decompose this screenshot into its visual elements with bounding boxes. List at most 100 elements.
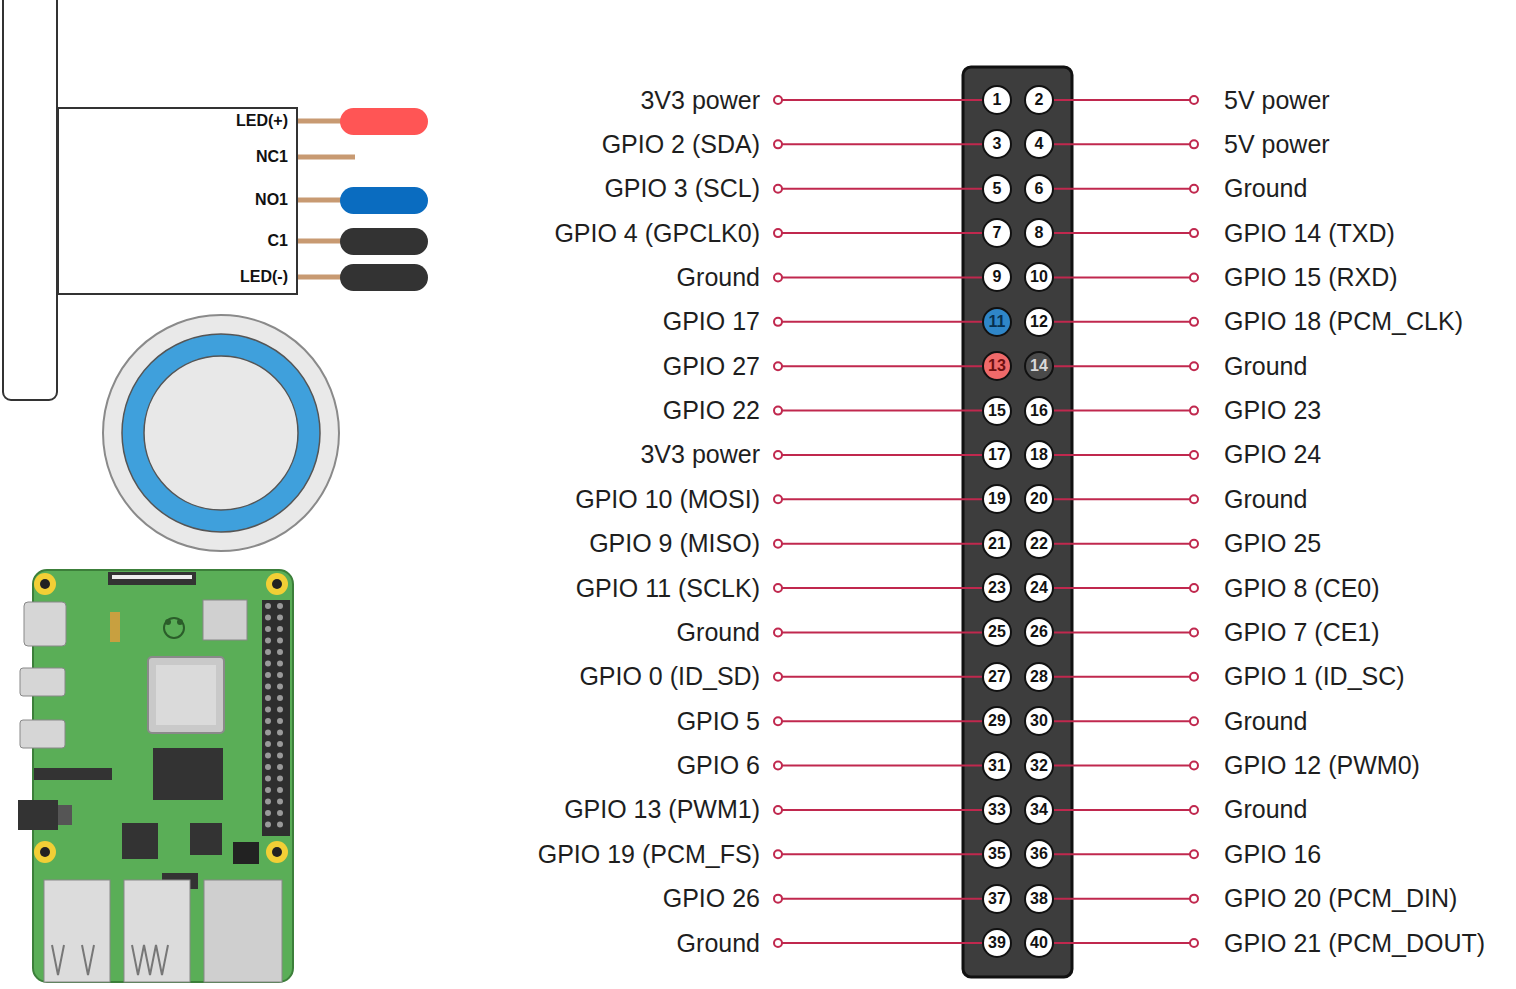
pin-name: GPIO 17 [663, 307, 760, 336]
leader-dot [774, 451, 782, 459]
leader-line [782, 720, 982, 722]
pin-circle: 14 [1024, 351, 1054, 381]
board-pin [277, 707, 283, 713]
board-pin [265, 822, 271, 828]
leader-line [782, 99, 982, 101]
board-pin [277, 741, 283, 747]
pin-name: GPIO 18 (PCM_CLK) [1224, 307, 1463, 336]
pin-number: 23 [988, 579, 1006, 597]
leader-dot [1190, 318, 1198, 326]
pin-circle: 10 [1024, 262, 1054, 292]
pin-name: GPIO 26 [663, 884, 760, 913]
leader-line [1054, 942, 1190, 944]
pin-number: 9 [993, 268, 1002, 286]
pin-number: 29 [988, 712, 1006, 730]
leader-line [782, 676, 982, 678]
leader-line [782, 898, 982, 900]
leader-dot [1190, 628, 1198, 636]
pin-name: Ground [1224, 795, 1307, 824]
leader-dot [1190, 717, 1198, 725]
leader-dot [774, 939, 782, 947]
pin-name: GPIO 0 (ID_SD) [579, 662, 760, 691]
board-pin [277, 661, 283, 667]
pin-name: GPIO 4 (GPCLK0) [554, 219, 760, 248]
leader-dot [774, 895, 782, 903]
leader-line [1054, 676, 1190, 678]
pin-number: 33 [988, 801, 1006, 819]
leader-dot [1190, 762, 1198, 770]
leader-line [1054, 631, 1190, 633]
pin-circle: 20 [1024, 484, 1054, 514]
leader-line [1054, 587, 1190, 589]
button-bezel [3, 0, 57, 400]
leader-line [1054, 410, 1190, 412]
leader-line [782, 498, 982, 500]
pin-number: 24 [1030, 579, 1048, 597]
pin-number: 6 [1035, 180, 1044, 198]
board-pin [265, 776, 271, 782]
pin-number: 18 [1030, 446, 1048, 464]
leader-dot [1190, 451, 1198, 459]
pin-circle: 37 [982, 884, 1012, 914]
pin-circle: 39 [982, 928, 1012, 958]
pin-circle: 11 [982, 307, 1012, 337]
board-pin [277, 684, 283, 690]
pin-circle: 35 [982, 839, 1012, 869]
pin-number: 15 [988, 402, 1006, 420]
pin-number: 19 [988, 490, 1006, 508]
terminal-label: NC1 [256, 148, 288, 166]
pin-number: 36 [1030, 845, 1048, 863]
pin-name: 3V3 power [640, 440, 760, 469]
pin-circle: 34 [1024, 795, 1054, 825]
board-pin [265, 695, 271, 701]
pin-circle: 27 [982, 662, 1012, 692]
pin-circle: 2 [1024, 85, 1054, 115]
leader-dot [774, 96, 782, 104]
leader-line [782, 587, 982, 589]
pin-name: 5V power [1224, 130, 1330, 159]
pin-circle: 38 [1024, 884, 1054, 914]
pin-number: 35 [988, 845, 1006, 863]
leader-line [782, 188, 982, 190]
pin-number: 38 [1030, 890, 1048, 908]
pin-name: GPIO 11 (SCLK) [576, 574, 760, 603]
pin-circle: 23 [982, 573, 1012, 603]
pin-circle: 6 [1024, 174, 1054, 204]
terminal-housing: LED(+)NC1NO1C1LED(-) [57, 107, 298, 295]
pin-name: GPIO 25 [1224, 529, 1321, 558]
pin-name: GPIO 6 [677, 751, 760, 780]
terminal-label: C1 [268, 232, 288, 250]
pin-number: 3 [993, 135, 1002, 153]
leader-line [1054, 853, 1190, 855]
pin-number: 32 [1030, 757, 1048, 775]
terminal-label: LED(+) [236, 112, 288, 130]
pin-name: GPIO 22 [663, 396, 760, 425]
pin-name: Ground [1224, 707, 1307, 736]
board-pin [277, 718, 283, 724]
leader-line [1054, 498, 1190, 500]
pin-name: 5V power [1224, 86, 1330, 115]
pin-circle: 29 [982, 706, 1012, 736]
pin-name: Ground [1224, 485, 1307, 514]
pin-number: 8 [1035, 224, 1044, 242]
pin-number: 7 [993, 224, 1002, 242]
board-pin [277, 799, 283, 805]
pin-circle: 18 [1024, 440, 1054, 470]
pin-circle: 5 [982, 174, 1012, 204]
pin-name: GPIO 7 (CE1) [1224, 618, 1380, 647]
board-pin [277, 626, 283, 632]
leader-line [1054, 188, 1190, 190]
board-pin [265, 707, 271, 713]
pin-name: GPIO 10 (MOSI) [575, 485, 760, 514]
pin-number: 30 [1030, 712, 1048, 730]
leader-line [1054, 454, 1190, 456]
leader-dot [774, 273, 782, 281]
leader-line [782, 276, 982, 278]
pin-circle: 21 [982, 529, 1012, 559]
leader-dot [1190, 140, 1198, 148]
pin-name: GPIO 23 [1224, 396, 1321, 425]
leader-dot [774, 673, 782, 681]
leader-line [782, 454, 982, 456]
board-pin [265, 649, 271, 655]
board-pin [277, 764, 283, 770]
